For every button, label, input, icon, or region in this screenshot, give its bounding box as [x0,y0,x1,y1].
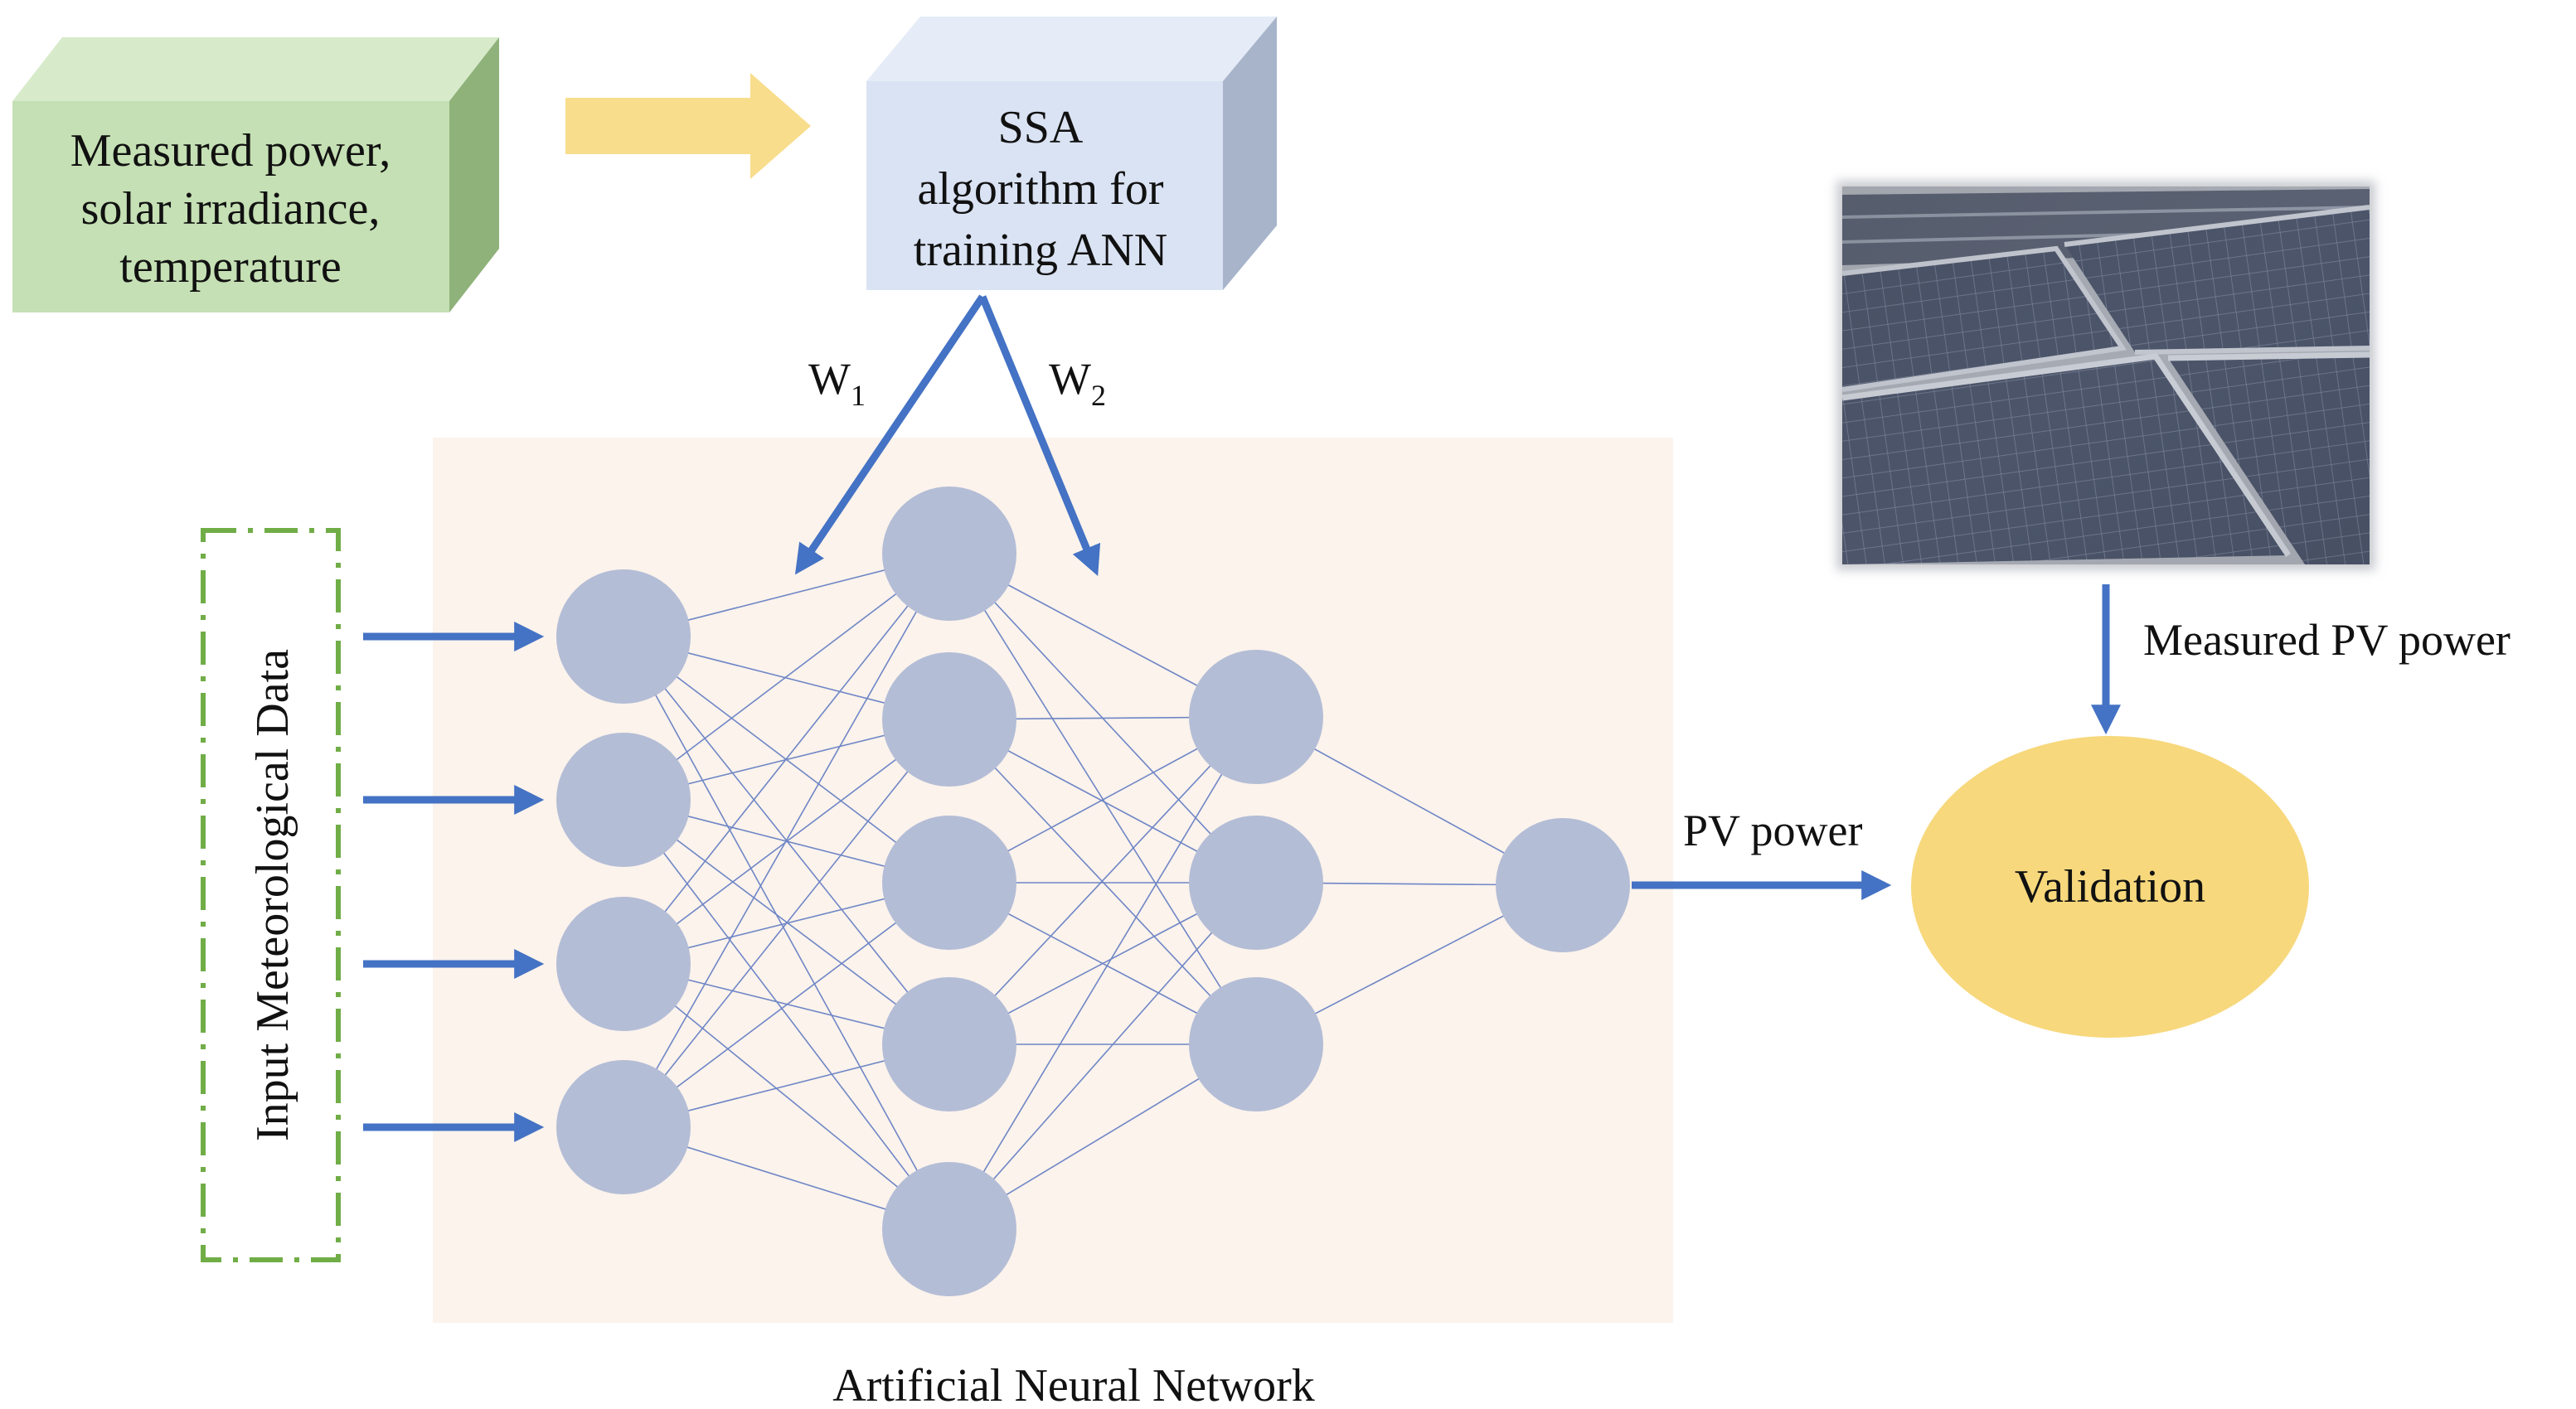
validation-label: Validation [2015,861,2205,913]
input-data-box: Measured power, solar irradiance, temper… [12,37,499,312]
connection-l1-4-to-1 [948,882,1257,1230]
pv-power-label: PV power [1683,806,1863,855]
connection-l0-2-to-0 [623,553,950,965]
neuron-layer0-3 [556,1060,691,1194]
w2-label: W2 [1049,354,1106,412]
neuron-layer2-0 [1189,650,1323,784]
measured-pv-label: Measured PV power [2143,615,2511,665]
connection-l1-4-to-0 [948,716,1257,1230]
neuron-layer1-4 [882,1162,1016,1296]
input-box-line-3: temperature [119,241,341,293]
connection-l1-1-to-2 [948,719,1257,1045]
network-neurons [556,487,1630,1296]
connection-l0-2-to-4 [623,963,950,1230]
neuron-layer2-1 [1189,816,1323,950]
ssa-box: SSA algorithm for training ANN [866,17,1277,290]
w1-label: W1 [808,354,866,412]
neuron-layer0-0 [556,569,691,704]
ssa-box-side [1223,17,1277,290]
w1-arrow [794,294,986,575]
neuron-layer1-2 [882,816,1016,950]
neuron-layer1-3 [882,977,1016,1111]
ssa-box-line-2: algorithm for [917,163,1163,215]
connection-l0-3-to-0 [623,553,950,1128]
input-box-side [449,37,499,312]
connection-l0-1-to-0 [623,553,950,801]
connection-l1-0-to-2 [948,553,1257,1045]
connection-l0-1-to-4 [623,799,950,1230]
input-meteorological-label: Input Meteorological Data [247,649,298,1141]
ssa-box-line-3: training ANN [914,225,1167,276]
ssa-box-line-1: SSA [998,102,1084,153]
neuron-layer1-0 [882,487,1016,621]
ssa-box-front [866,81,1223,290]
connection-l0-3-to-1 [623,719,950,1128]
yellow-right-arrow [565,73,811,179]
input-meteorological-frame [201,528,341,1262]
neuron-layer0-2 [556,897,691,1031]
w2-arrow [978,295,1101,576]
ssa-box-top [866,17,1277,81]
neuron-layer2-2 [1189,977,1323,1111]
input-box-top [12,37,499,101]
ann-caption: Artificial Neural Network [832,1360,1315,1409]
solar-panel-photo [1836,181,2375,570]
connection-l0-0-to-4 [623,636,950,1230]
input-box-line-2: solar irradiance, [81,183,381,235]
input-box-front [12,101,449,312]
connection-l0-3-to-2 [623,882,950,1128]
connection-l0-1-to-3 [623,799,950,1045]
neuron-layer1-1 [882,652,1016,787]
input-arrows [363,622,545,1142]
validation-ellipse [1911,736,2309,1038]
input-box-line-1: Measured power, [70,125,391,177]
neuron-layer0-1 [556,733,691,867]
connection-l1-3-to-0 [948,716,1257,1045]
neuron-layer3-0 [1496,818,1630,952]
